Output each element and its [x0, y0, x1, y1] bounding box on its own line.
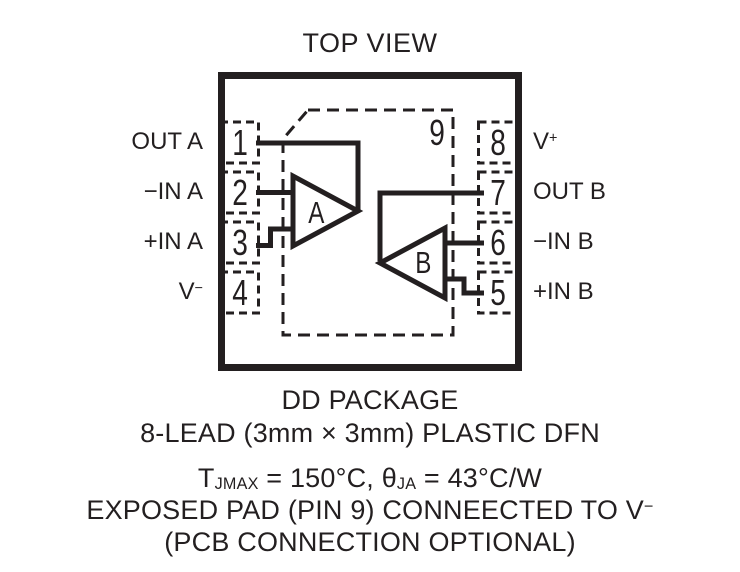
pin-label-neg-in-a: −IN A — [144, 178, 203, 206]
pin-pad-1 — [218, 120, 260, 165]
caption-exposed-pad-sup: − — [643, 497, 654, 516]
pin-label-pos-in-b-text: +IN B — [533, 278, 594, 305]
trace-pos-in-b — [443, 276, 484, 296]
trace-out-a — [256, 140, 361, 211]
pin-label-out-b: OUT B — [533, 178, 606, 206]
pin-label-out-b-text: OUT B — [533, 178, 606, 205]
trace-out-b — [377, 190, 484, 261]
pin-number-4: 4 — [223, 272, 258, 313]
pin-pad-3 — [218, 220, 260, 265]
pin-pad-8 — [477, 120, 521, 165]
pin-number-5-text: 5 — [490, 271, 506, 313]
pin-number-2: 2 — [223, 172, 258, 213]
pin-label-pos-in-b: +IN B — [533, 278, 594, 306]
caption-package-name: DD PACKAGE — [281, 385, 459, 415]
caption-exposed-pad-text: EXPOSED PAD (PIN 9) CONNEECTED TO V — [86, 495, 644, 525]
pin-label-v-plus-text: V — [533, 128, 550, 155]
caption-thermal: TJMAX = 150°C, θJA = 43°C/W — [0, 463, 740, 493]
pin-label-neg-in-a-text: −IN A — [143, 178, 203, 205]
exposed-pad-number-text: 9 — [429, 112, 445, 153]
opamp-b-triangle — [374, 223, 448, 303]
pin-label-v-minus-text: V — [178, 278, 195, 305]
caption-thermal-ja-sub: JA — [396, 474, 417, 493]
pin-label-pos-in-a-text: +IN A — [143, 228, 203, 255]
pin-label-neg-in-b-text: −IN B — [533, 228, 594, 255]
pin-pad-6 — [477, 220, 521, 265]
pin-number-1: 1 — [223, 122, 258, 163]
pin-number-4-text: 4 — [232, 271, 249, 313]
opamp-b-label: B — [409, 245, 437, 280]
pin-label-v-minus-sup: − — [194, 280, 203, 297]
trace-pos-in-a — [256, 226, 295, 248]
pin-label-pos-in-a: +IN A — [144, 228, 203, 256]
caption-package-desc: 8-LEAD (3mm × 3mm) PLASTIC DFN — [140, 418, 600, 448]
pin-number-7-text: 7 — [490, 171, 506, 213]
pin-pad-5 — [477, 270, 521, 315]
caption-thermal-t: T — [197, 463, 215, 493]
opamp-a-label-text: A — [307, 195, 325, 230]
pin-number-7: 7 — [480, 172, 516, 213]
pin-label-v-plus-sup: + — [549, 130, 558, 147]
exposed-pad-number: 9 — [424, 112, 450, 153]
opamp-a-triangle — [290, 171, 364, 251]
pin-number-6-text: 6 — [490, 221, 506, 263]
pin-number-6: 6 — [480, 222, 516, 263]
opamp-a-label: A — [302, 195, 330, 230]
pin-label-out-a: OUT A — [131, 128, 203, 156]
opamp-b-label-text: B — [414, 245, 432, 280]
pin-pad-2 — [218, 170, 260, 215]
pin-label-v-plus: V+ — [533, 128, 557, 156]
pin-number-5: 5 — [480, 272, 516, 313]
pin-number-8-text: 8 — [490, 121, 506, 163]
pin-pad-4 — [218, 270, 260, 315]
pin-number-1-text: 1 — [232, 121, 249, 163]
exposed-pad-outline — [281, 108, 455, 337]
caption-thermal-end: = 43°C/W — [416, 463, 543, 493]
figure-title: TOP VIEW — [302, 28, 438, 58]
pin-number-3: 3 — [223, 222, 258, 263]
pin-number-3-text: 3 — [232, 221, 249, 263]
caption-thermal-t-sub: JMAX — [214, 474, 259, 493]
caption-pcb-note: (PCB CONNECTION OPTIONAL) — [164, 527, 576, 557]
pin-label-v-minus: V− — [179, 278, 203, 306]
package-outline — [218, 72, 522, 371]
caption-exposed-pad: EXPOSED PAD (PIN 9) CONNEECTED TO V− — [0, 495, 740, 525]
pin-label-out-a-text: OUT A — [131, 128, 203, 155]
pin-number-8: 8 — [480, 122, 516, 163]
pin-pad-7 — [477, 170, 521, 215]
pin-number-2-text: 2 — [232, 171, 249, 213]
pin-label-neg-in-b: −IN B — [533, 228, 594, 256]
caption-thermal-mid: = 150°C, θ — [258, 463, 397, 493]
